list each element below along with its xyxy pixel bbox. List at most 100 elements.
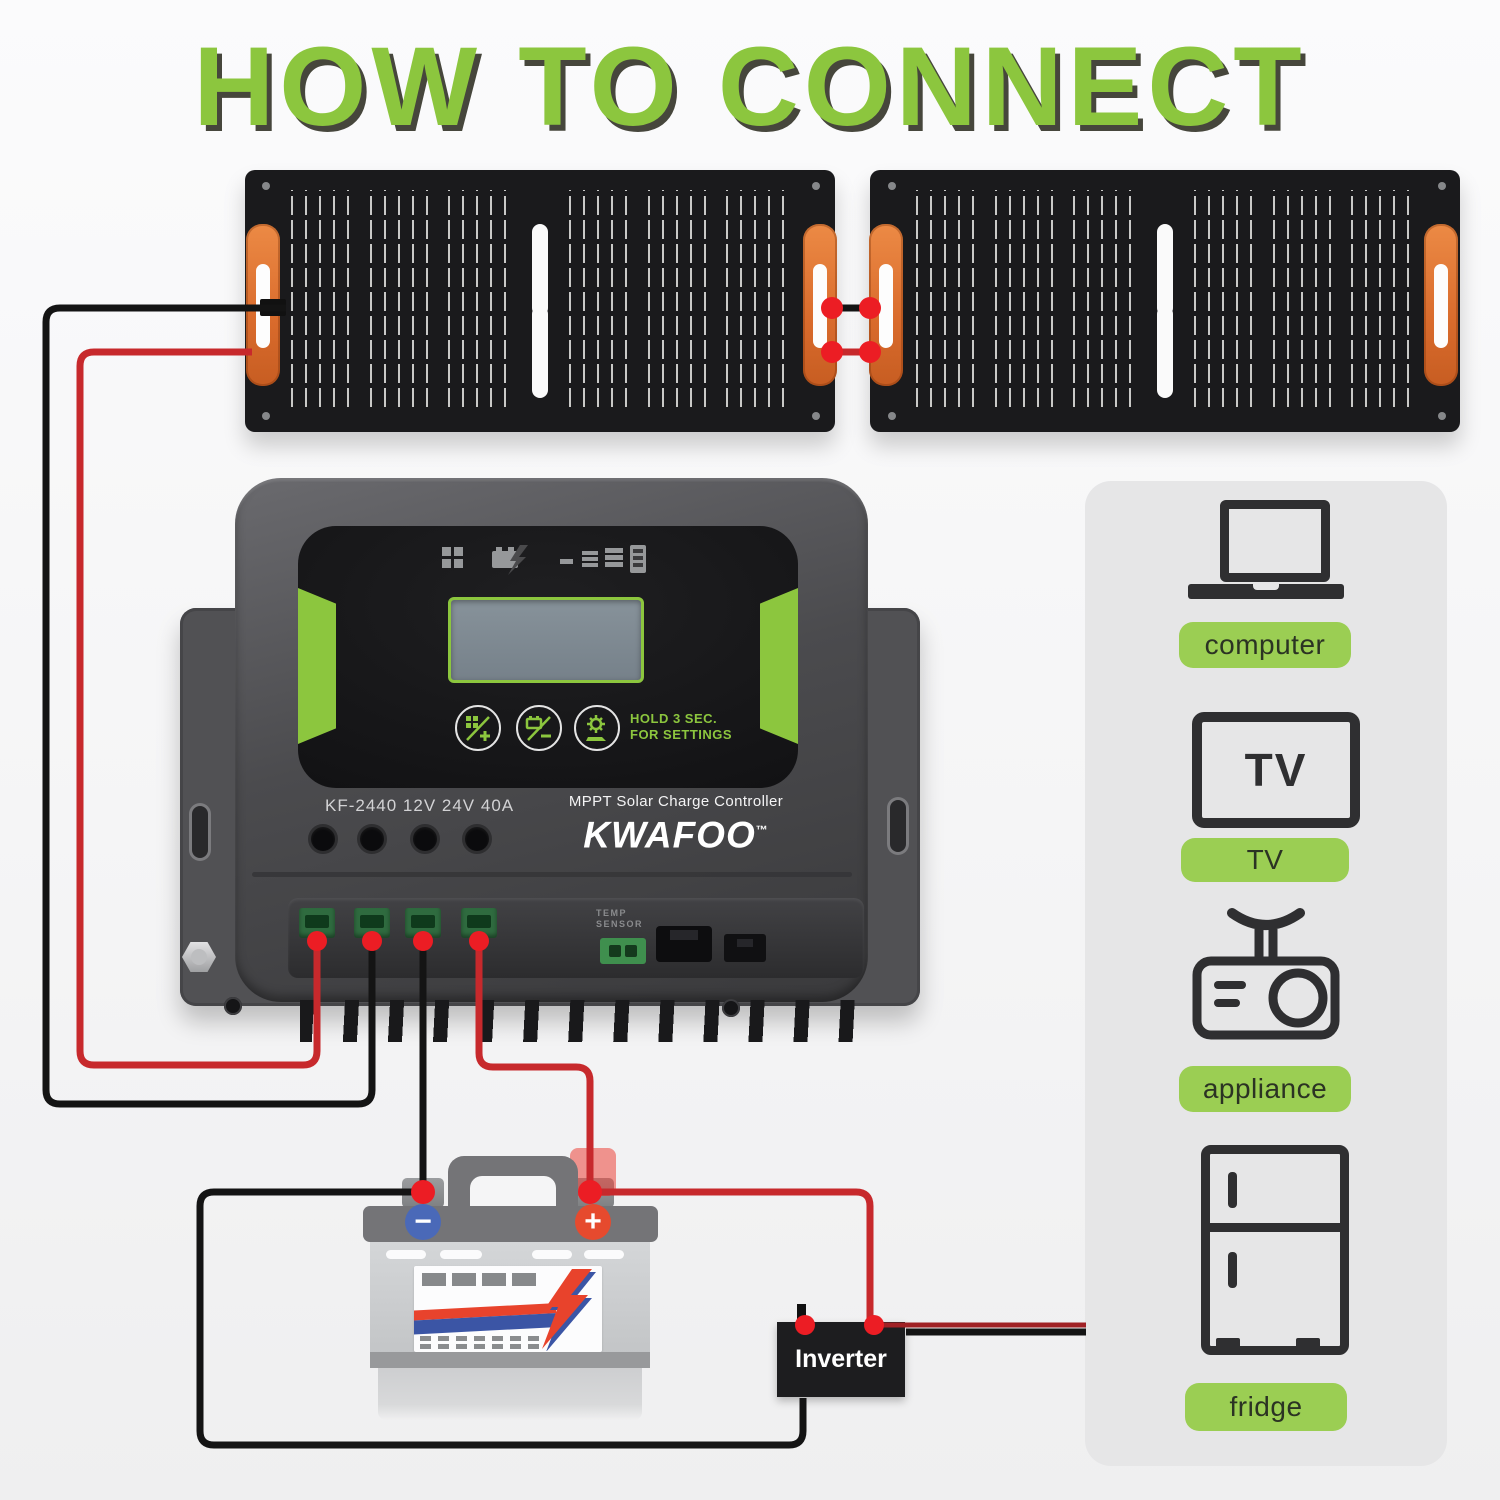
panel-screw — [1438, 412, 1446, 420]
fold-slot — [532, 224, 549, 316]
panel-cells — [726, 190, 790, 412]
solar-panel-left — [245, 170, 835, 432]
panel-cells — [448, 190, 512, 412]
battery-minus-icon — [525, 716, 551, 741]
wire-hole — [410, 824, 440, 854]
battery-band — [370, 1352, 650, 1368]
charge-level-icon — [560, 545, 646, 573]
panel-handle-left-outer — [246, 224, 280, 386]
panel-cells — [1351, 190, 1415, 412]
settings-gear-icon — [586, 715, 606, 741]
mount-screw-right — [722, 999, 740, 1017]
battery-label — [414, 1266, 602, 1352]
battery-base — [378, 1368, 642, 1420]
battery-charging-icon — [492, 545, 528, 575]
brand-logo: KWAFOO™ — [583, 814, 769, 856]
settings-button[interactable] — [574, 705, 620, 751]
lcd-display — [448, 597, 644, 683]
wire-hole — [308, 824, 338, 854]
panel-screw — [1438, 182, 1446, 190]
temp-sensor-label: TEMP SENSOR — [596, 908, 644, 929]
keyhole-slot-right — [890, 800, 906, 852]
appliance-body — [1192, 956, 1340, 1040]
appliance-icon — [1192, 908, 1340, 1040]
inverter-label: Inverter — [795, 1345, 887, 1373]
panel-screw — [262, 182, 270, 190]
solar-panel-right — [870, 170, 1460, 432]
panel-handle-right-outer — [1424, 224, 1458, 386]
fridge-icon — [1201, 1145, 1349, 1355]
fridge-handle-bottom — [1228, 1252, 1237, 1288]
panel-cells — [916, 190, 979, 412]
computer-icon — [1220, 500, 1330, 582]
panel-screw — [812, 412, 820, 420]
tv-icon: TV — [1192, 712, 1360, 828]
inverter-box: Inverter — [777, 1322, 905, 1397]
negative-badge: − — [405, 1204, 441, 1240]
panel-screw — [812, 182, 820, 190]
appliance-lens — [1268, 968, 1328, 1028]
trademark-symbol: ™ — [755, 823, 769, 837]
heatsink-fins — [300, 1000, 860, 1042]
panel-cells — [1073, 190, 1137, 412]
appliance-label: appliance — [1179, 1066, 1351, 1112]
battery-positive-terminal — [461, 908, 497, 938]
pv-array-icon — [442, 547, 463, 568]
panel-cells — [1194, 190, 1257, 412]
rj45-port — [656, 926, 712, 962]
panel-fold-divider — [1152, 190, 1178, 412]
tv-icon-text: TV — [1244, 744, 1308, 796]
handle-slot — [813, 264, 827, 348]
fold-slot — [532, 306, 549, 398]
lightning-bolt-icon — [542, 1269, 596, 1351]
green-accent-left — [298, 588, 336, 744]
controller-model-label: KF-2440 12V 24V 40A — [325, 796, 515, 815]
green-accent-right — [760, 588, 798, 744]
panel-cells — [369, 190, 433, 412]
wire-hole — [462, 824, 492, 854]
computer-label: computer — [1179, 622, 1351, 668]
fridge-label: fridge — [1185, 1383, 1347, 1431]
brand-block: MPPT Solar Charge Controller KWAFOO™ — [556, 793, 796, 855]
hold-settings-note: HOLD 3 SEC. FOR SETTINGS — [630, 711, 732, 743]
battery-vent — [440, 1250, 482, 1259]
fold-slot — [1157, 224, 1174, 316]
battery-minus-button[interactable] — [516, 705, 562, 751]
panel-screw — [262, 412, 270, 420]
appliance-mount — [1227, 908, 1305, 930]
panel-screw — [888, 182, 896, 190]
panel-handle-left-inner — [803, 224, 837, 386]
panel-screw — [888, 412, 896, 420]
inverter-stub — [797, 1304, 806, 1324]
status-icon-row — [442, 545, 646, 575]
pv-plus-button[interactable] — [455, 705, 501, 751]
panel-cells — [291, 190, 354, 412]
body-seam — [252, 872, 852, 877]
pv-plus-icon — [466, 716, 490, 741]
handle-slot — [879, 264, 893, 348]
fridge-foot-left — [1216, 1338, 1240, 1351]
panel-cells — [1272, 190, 1336, 412]
battery-vent — [386, 1250, 426, 1259]
battery-vent — [584, 1250, 624, 1259]
pv-negative-terminal — [354, 908, 390, 938]
fridge-handle-top — [1228, 1172, 1237, 1208]
hold-note-line1: HOLD 3 SEC. — [630, 711, 718, 726]
keyhole-slot-left — [192, 806, 208, 858]
panel-cells — [647, 190, 711, 412]
page-title: HOW TO CONNECT — [193, 24, 1307, 149]
product-type-label: MPPT Solar Charge Controller — [568, 793, 784, 810]
handle-slot — [1434, 264, 1448, 348]
hold-note-line2: FOR SETTINGS — [630, 727, 733, 742]
mount-screw-left — [224, 997, 242, 1015]
fridge-divider — [1210, 1223, 1340, 1232]
battery-negative-terminal — [405, 908, 441, 938]
battery-vent — [532, 1250, 572, 1259]
handle-slot — [256, 264, 270, 348]
panel-cells — [994, 190, 1058, 412]
aux-port — [724, 934, 766, 962]
fridge-foot-right — [1296, 1338, 1320, 1351]
temp-sensor-port — [600, 938, 646, 964]
fold-slot — [1157, 306, 1174, 398]
